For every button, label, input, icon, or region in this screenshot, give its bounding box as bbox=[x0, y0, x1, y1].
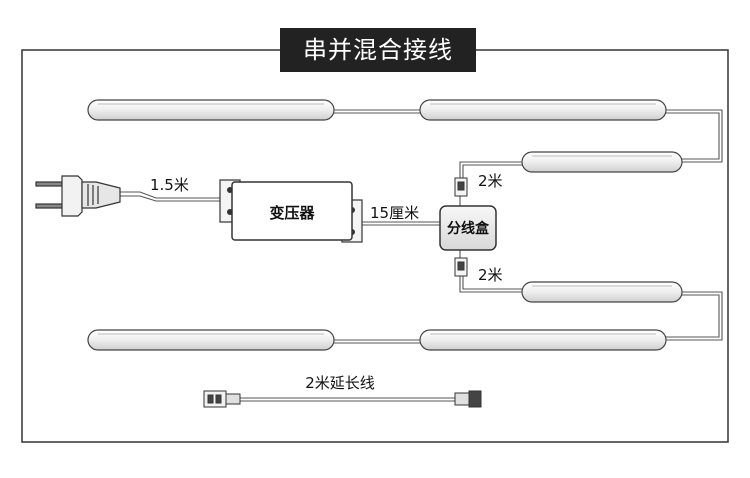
lead-top-label: 2米 bbox=[478, 172, 503, 190]
diagram-title: 串并混合接线 bbox=[280, 28, 476, 72]
power-plug-icon bbox=[35, 175, 121, 217]
light-bar-mid-upper bbox=[521, 151, 683, 173]
transformer-label: 变压器 bbox=[269, 204, 315, 222]
extension-cable-label: 2米延长线 bbox=[305, 374, 375, 392]
transformer-unit bbox=[219, 179, 363, 243]
light-bar-bottom-right bbox=[419, 329, 667, 351]
connector-bottom-icon bbox=[454, 257, 468, 277]
junction-box bbox=[439, 205, 497, 251]
lead-bottom-label: 2米 bbox=[478, 266, 503, 284]
junction-box-label: 分线盒 bbox=[447, 220, 490, 237]
extension-connector-left-icon bbox=[203, 390, 241, 408]
cable-15cm-label: 15厘米 bbox=[370, 204, 419, 222]
cord-length-label: 1.5米 bbox=[150, 176, 189, 194]
light-bar-bottom-left bbox=[87, 329, 335, 351]
light-bar-mid-lower bbox=[521, 281, 683, 303]
light-bar-top-right bbox=[419, 99, 667, 121]
light-bar-top-left bbox=[87, 99, 335, 121]
outer-frame bbox=[21, 49, 729, 443]
connector-top-icon bbox=[454, 177, 468, 197]
extension-connector-right-icon bbox=[454, 390, 482, 408]
